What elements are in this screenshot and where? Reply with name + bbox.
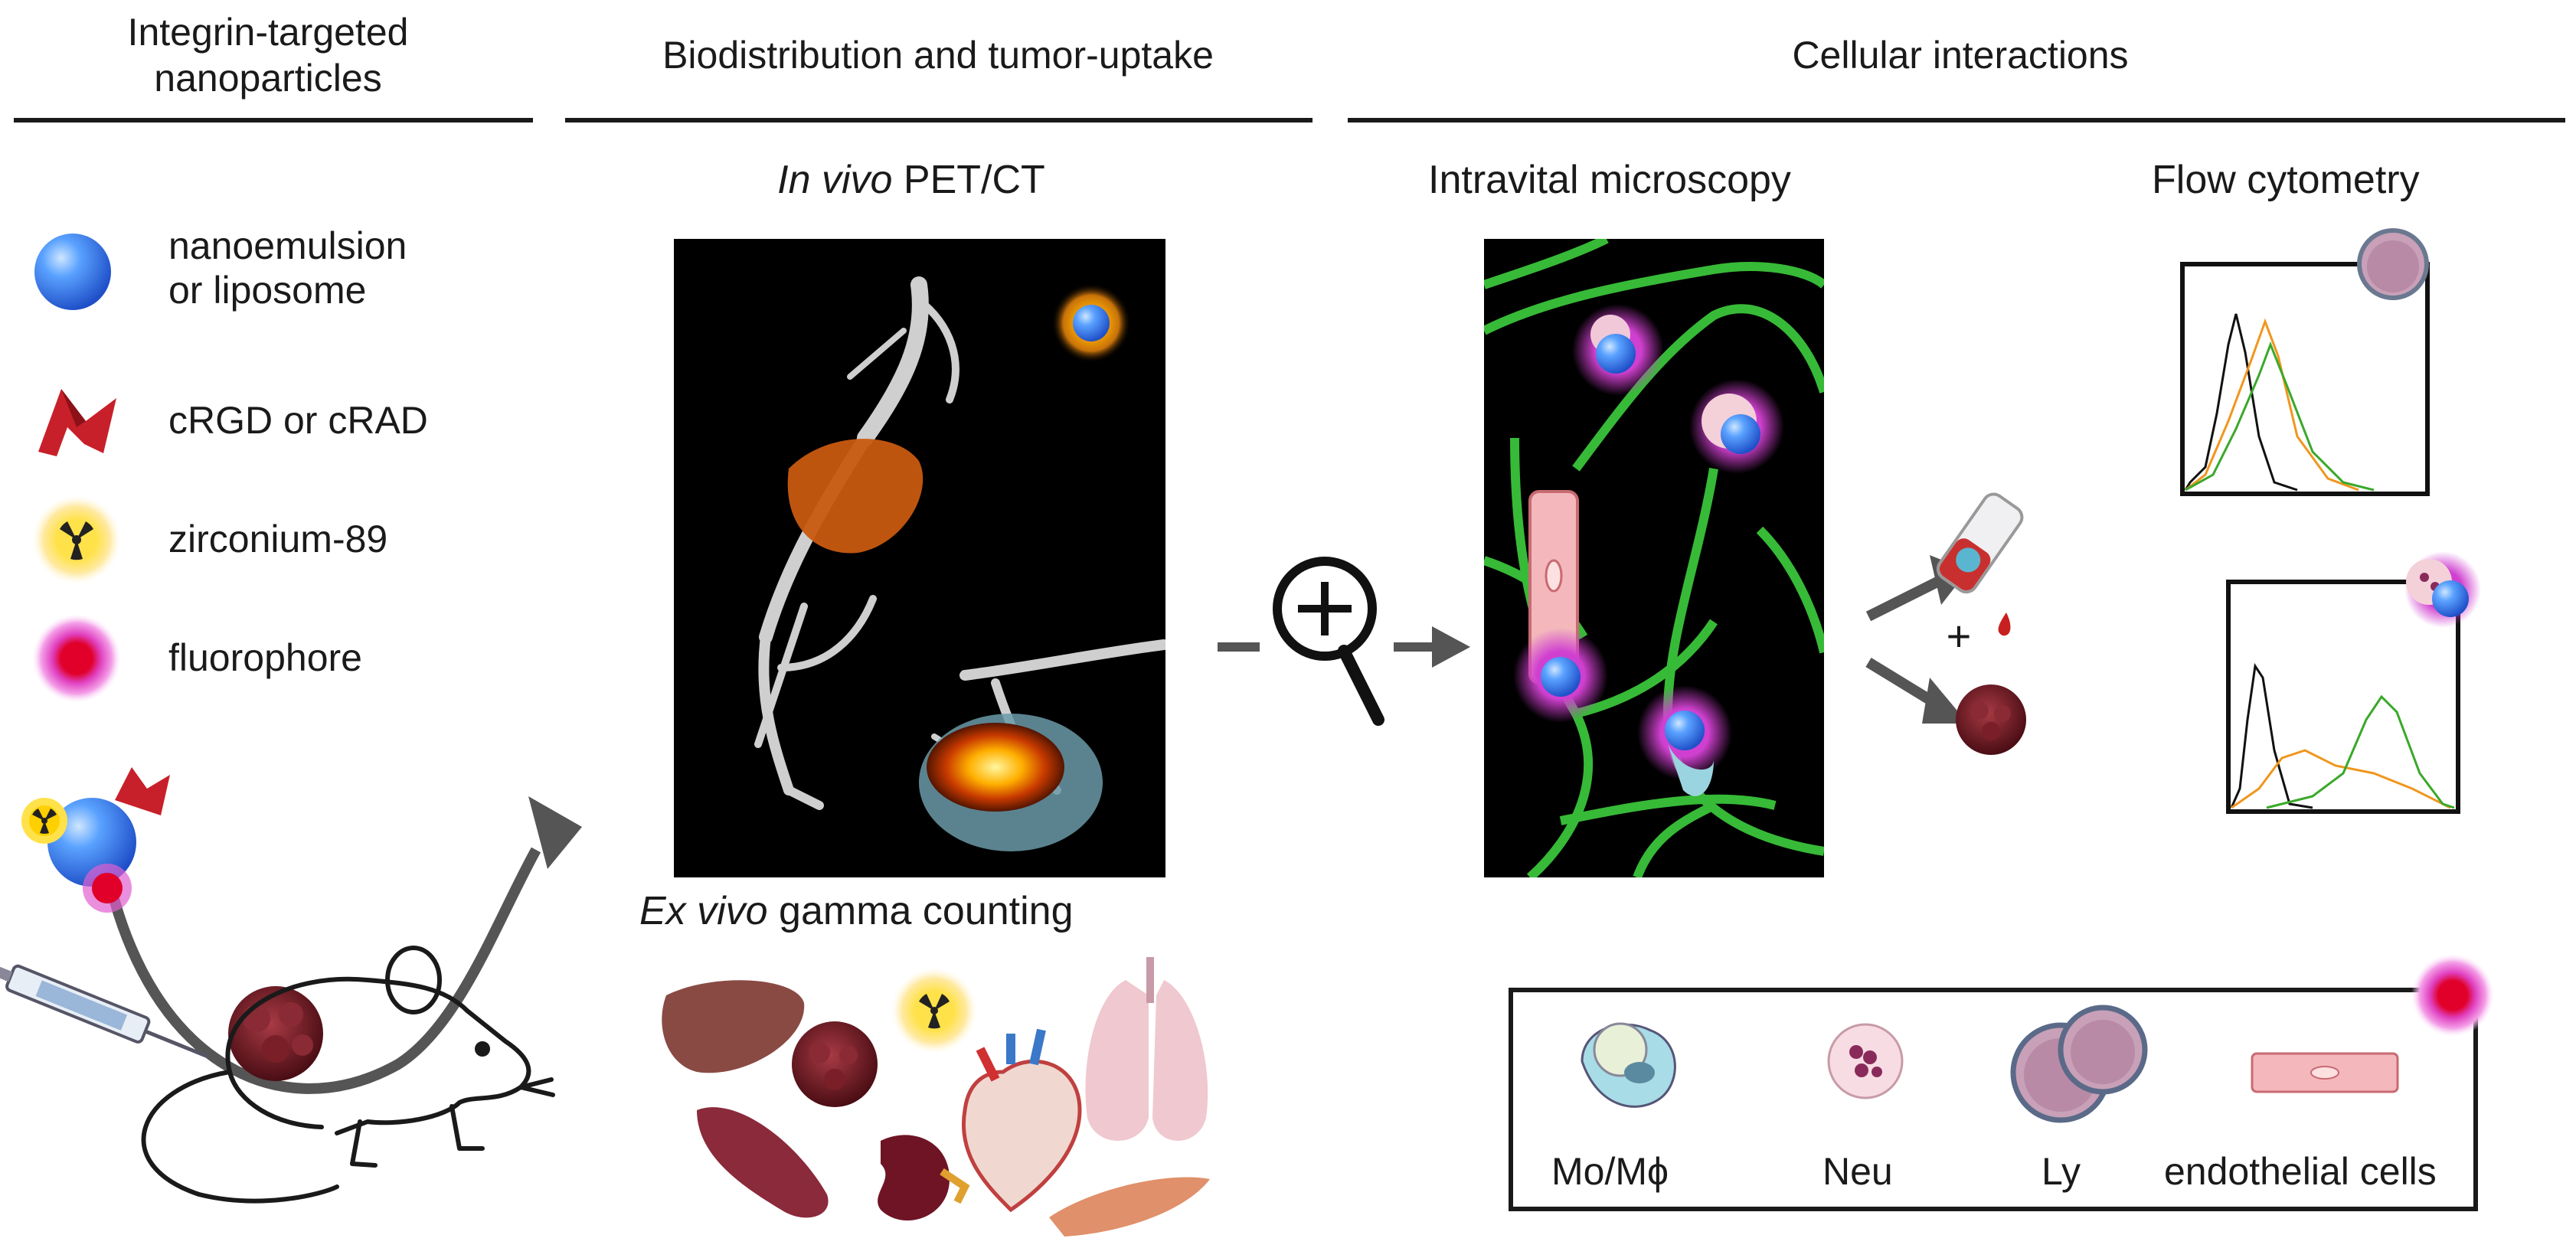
intravital-image [1484,239,1824,877]
header-nanoparticles: Integrin-targeted nanoparticles [127,11,409,100]
legend-zirconium-label: zirconium-89 [168,518,388,560]
fluorophore-badge-icon [2411,954,2494,1037]
cell-legend-endothelial-label: endothelial cells [2164,1150,2437,1193]
blue-sphere-icon [34,234,111,310]
lungs-icon [1085,980,1149,1141]
neutrophil-icon [1827,1023,1904,1099]
cell-legend-ly: Ly [1988,992,2172,1207]
flow-histogram-2 [2226,551,2481,814]
pet-ct-image [674,239,1165,877]
cell-legend-mo-label: Mo/Mϕ [1551,1150,1669,1193]
heart-icon [962,1059,1082,1213]
legend-nanoparticle-label: nanoemulsion or liposome [168,224,407,312]
mouse-injection-illustration [0,767,582,1204]
header-rule-2 [565,118,1313,123]
cell-legend-box: Mo/Mϕ Neu Ly [1509,988,2478,1211]
red-chevron-icon [38,389,116,456]
endothelial-cell-icon [2251,1052,2399,1093]
header-biodistribution: Biodistribution and tumor-uptake [662,34,1214,77]
cell-legend-ly-label: Ly [2042,1150,2081,1193]
muscle-icon [1049,1177,1210,1237]
mouse-icon [141,946,555,1204]
syringe-icon [0,960,211,1059]
liver-icon [662,980,805,1073]
blood-sample-illustration: + [1865,492,2026,755]
flow-histogram-1 [2180,228,2430,496]
tumor-organ-icon [792,1021,878,1107]
flow-title: Flow cytometry [2152,158,2420,202]
spleen-icon [697,1107,829,1218]
plus-sign: + [1947,612,1972,660]
fluorophore-dot-icon [32,614,121,703]
organs-illustration [662,957,1210,1237]
arrow-head-1 [528,796,582,869]
lymphocyte-icon [2010,1005,2148,1123]
cell-legend-mo: Mo/Mϕ [1551,1008,1705,1207]
legend-ligand-label: cRGD or cRAD [168,399,428,442]
header-rule-1 [14,118,533,123]
header-rule-3 [1348,118,2565,123]
legend-fluorophore-label: fluorophore [168,636,362,679]
tumor-icon [228,986,323,1081]
gamma-title: Ex vivo gamma counting [639,889,1074,933]
cell-legend-neu: Neu [1812,1008,1965,1207]
cell-legend-endothelial: endothelial cells [2156,1008,2478,1207]
pet-title: In vivo PET/CT [777,158,1045,202]
ivm-title: Intravital microscopy [1428,158,1791,202]
monocyte-icon [1581,1022,1676,1108]
process-arrow-1 [94,826,541,1094]
cell-legend-neu-label: Neu [1822,1150,1893,1193]
nanoparticle-icon [47,798,136,887]
radioactive-icon [32,495,121,584]
kidney-icon [878,1135,950,1221]
header-cellular-interactions: Cellular interactions [1792,34,2129,77]
magnifier-connector [1218,557,1470,726]
